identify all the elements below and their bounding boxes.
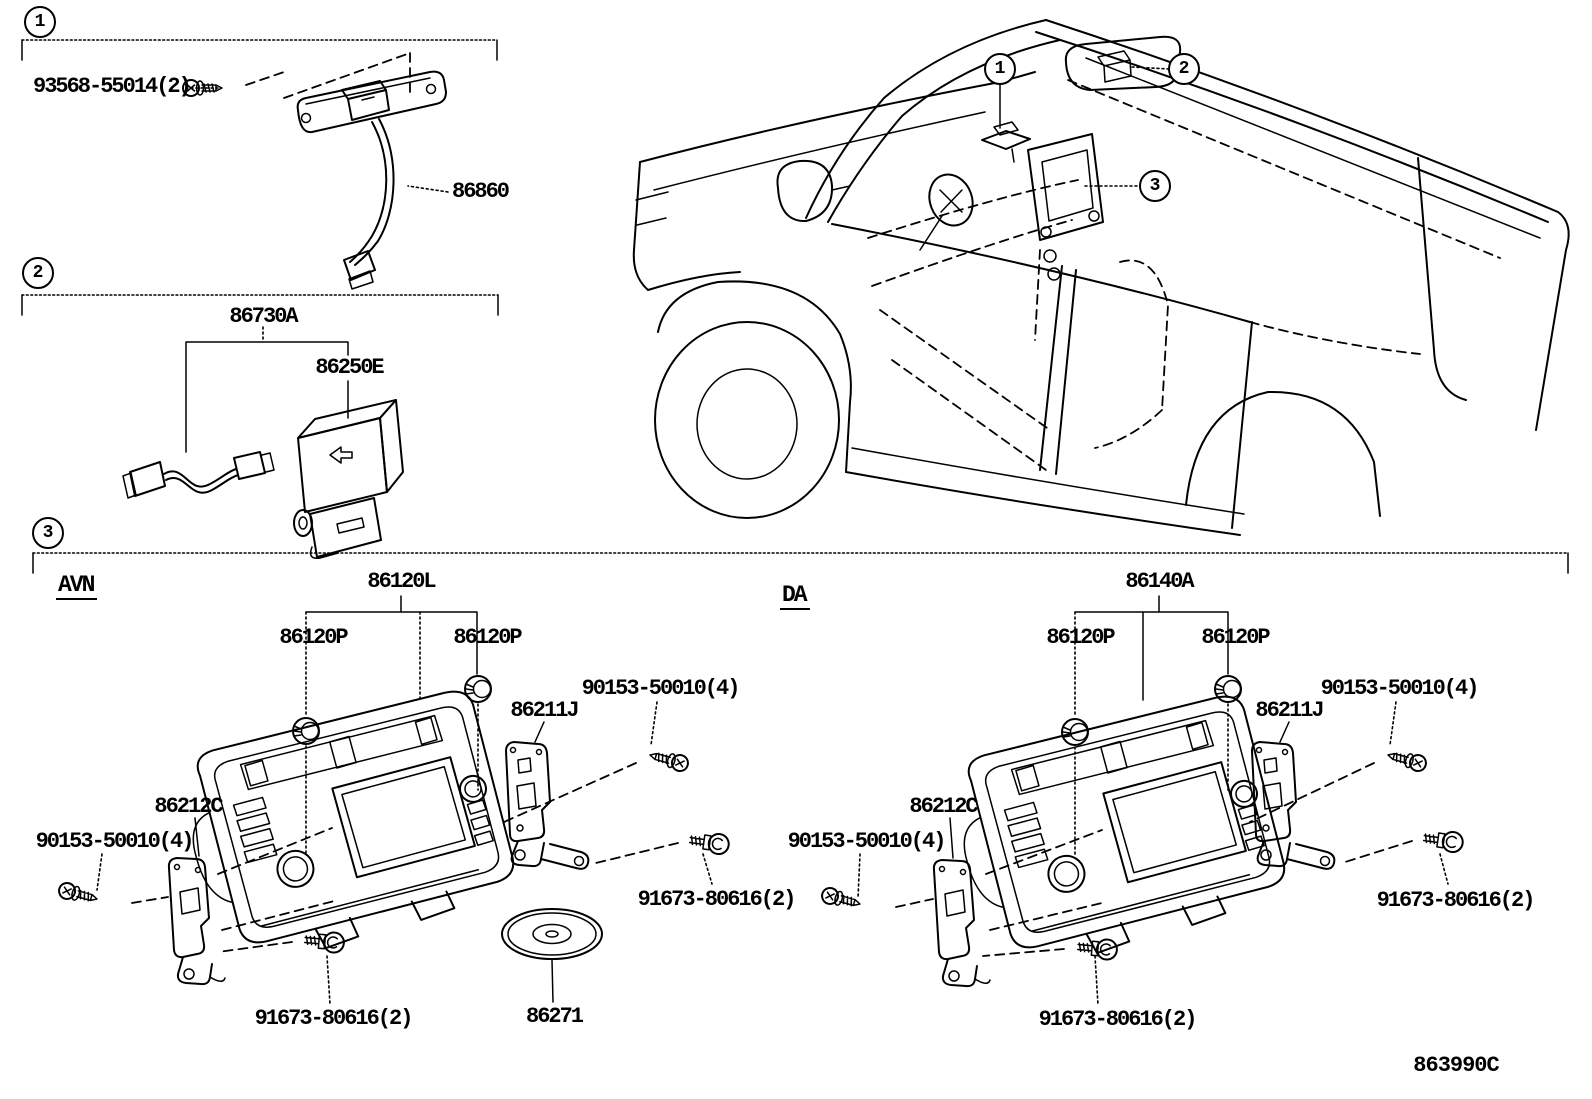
label-da-knob-right: 86120P: [1201, 625, 1270, 650]
bracket-86211j-drawing: [1251, 741, 1336, 870]
vehicle-callout-2: 2: [1168, 53, 1200, 85]
label-da-screw-right: 90153-50010(4): [1320, 676, 1480, 701]
antenna-assembly-drawing: [182, 52, 449, 290]
da-headunit-drawing: [942, 690, 1295, 978]
label-da-screw-left: 90153-50010(4): [787, 829, 947, 854]
screw-icon: [1384, 746, 1429, 774]
bolt-icon: [1421, 827, 1466, 855]
vehicle-wireframe: [632, 19, 1570, 536]
section-1-badge: 1: [24, 6, 56, 38]
bracket-86212c-drawing: [167, 857, 226, 986]
section1-bracket: [21, 39, 498, 61]
label-avn-knob-left: 86120P: [279, 625, 348, 650]
section-3-badge: 3: [32, 517, 64, 549]
screw-icon: [819, 885, 864, 913]
label-da-knob-left: 86120P: [1046, 625, 1115, 650]
da-assembly: [819, 595, 1466, 1006]
label-avn-screw-left: 90153-50010(4): [35, 829, 195, 854]
section-2-badge: 2: [22, 257, 54, 289]
bracket-86211j-drawing: [505, 741, 590, 870]
label-avn-screw-right: 90153-50010(4): [581, 676, 741, 701]
wire-harness-drawing: [122, 451, 275, 499]
section3-bracket: [32, 552, 1569, 574]
label-avn-knob-right: 86120P: [453, 625, 522, 650]
screw-icon: [56, 880, 101, 908]
label-da-receiver: 86140A: [1125, 569, 1194, 594]
section2-bracket: [21, 294, 499, 453]
label-opening-cover-assy: 86730A: [229, 304, 298, 329]
label-da-bolt-bottom: 91673-80616(2): [1038, 1007, 1198, 1032]
vehicle-callout-3: 3: [1139, 170, 1171, 202]
bracket-86212c-drawing: [932, 859, 991, 988]
avn-header: AVN: [56, 572, 98, 600]
label-avn-bolt-right: 91673-80616(2): [637, 887, 797, 912]
label-avn-disc: 86271: [525, 1004, 584, 1029]
label-avn-bolt-bottom: 91673-80616(2): [254, 1006, 414, 1031]
figure-code: 863990C: [1413, 1053, 1499, 1078]
bolt-icon: [303, 929, 346, 955]
module-86250e-drawing: [293, 399, 404, 560]
label-da-bracket-left: 86212C: [909, 794, 978, 819]
label-antenna-screw: 93568-55014(2): [33, 74, 192, 99]
avn-assembly: [56, 595, 732, 1005]
label-da-bracket-right: 86211J: [1255, 698, 1324, 723]
label-module: 86250E: [315, 355, 384, 380]
bolt-icon: [687, 829, 732, 857]
label-da-bolt-right: 91673-80616(2): [1376, 888, 1536, 913]
vehicle-callout-1: 1: [984, 53, 1016, 85]
label-antenna-assy: 86860: [452, 179, 510, 204]
label-avn-bracket-right: 86211J: [510, 698, 579, 723]
label-avn-receiver: 86120L: [367, 569, 436, 594]
cd-disc-drawing: [501, 908, 603, 1003]
screw-icon: [646, 746, 691, 774]
label-avn-bracket-left: 86212C: [154, 794, 223, 819]
da-header: DA: [780, 582, 810, 610]
